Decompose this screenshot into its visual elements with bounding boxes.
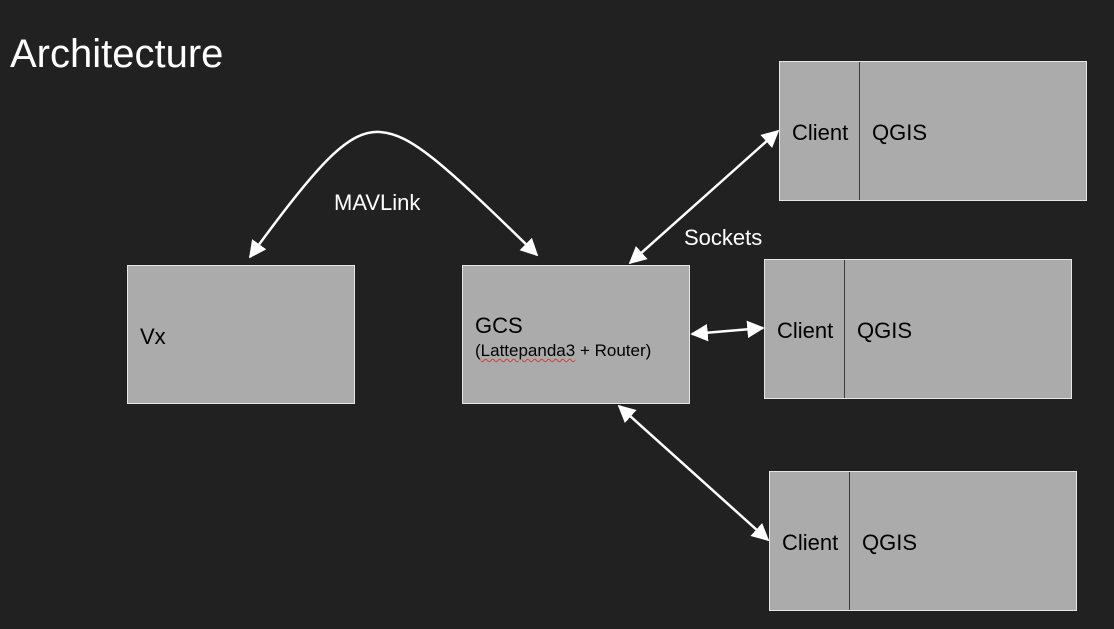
sockets-label: Sockets (684, 225, 763, 250)
gcs-node[interactable]: GCS (Lattepanda3 + Router) (462, 265, 690, 404)
client-divider (849, 472, 850, 610)
socket-arrow-client-2 (690, 320, 765, 342)
client-node-2[interactable]: Client QGIS (764, 259, 1072, 399)
client-node-1[interactable]: Client QGIS (779, 61, 1087, 201)
client-label: Client (782, 530, 839, 555)
gcs-detail: (Lattepanda3 + Router) (475, 341, 651, 361)
gcs-detail-suffix: + Router) (575, 341, 652, 360)
client-node-3[interactable]: Client QGIS (769, 471, 1077, 611)
qgis-label: QGIS (862, 530, 918, 555)
gcs-detail-prefix: ( (475, 341, 481, 360)
vx-label: Vx (140, 324, 166, 349)
gcs-detail-device: Lattepanda3 (480, 341, 576, 360)
mavlink-label: MAVLink (334, 190, 421, 215)
client-label: Client (777, 318, 834, 343)
qgis-label: QGIS (857, 318, 913, 343)
socket-arrow-client-3 (617, 404, 770, 542)
qgis-label: QGIS (872, 120, 928, 145)
client-divider (859, 62, 860, 200)
vx-node[interactable]: Vx (127, 265, 355, 404)
gcs-label: GCS (475, 313, 523, 338)
page-title: Architecture (10, 32, 224, 76)
client-divider (844, 260, 845, 398)
client-label: Client (792, 120, 849, 145)
